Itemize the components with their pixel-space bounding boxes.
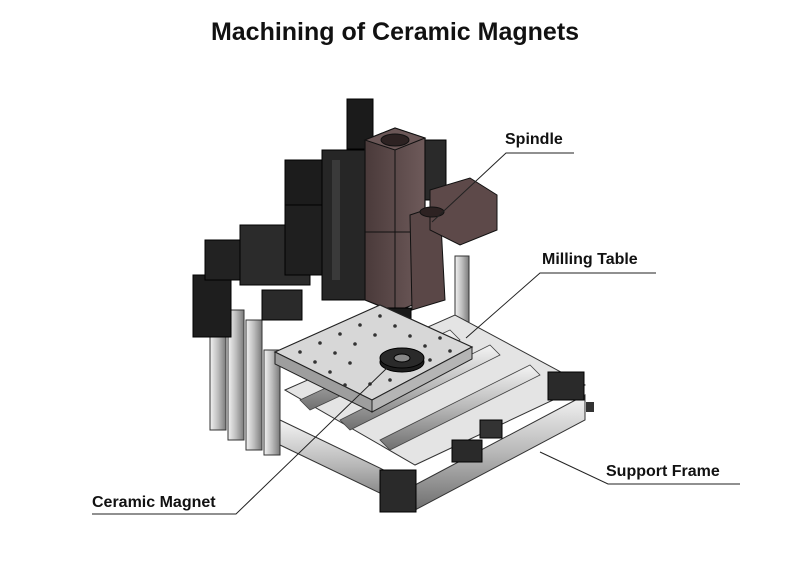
support-frame-label: Support Frame bbox=[606, 463, 720, 480]
ceramic-magnet bbox=[379, 347, 425, 373]
milling-table-leader bbox=[465, 272, 656, 339]
milling-table bbox=[273, 304, 474, 413]
support-frame-leader bbox=[539, 451, 740, 485]
milling-table-label: Milling Table bbox=[542, 251, 638, 268]
left-columns bbox=[209, 299, 281, 456]
spindle-leader bbox=[431, 152, 574, 223]
leader-lines bbox=[92, 152, 740, 515]
spindle bbox=[363, 127, 498, 334]
page-title: Machining of Ceramic Magnets bbox=[210, 18, 580, 46]
ceramic-magnet-label: Ceramic Magnet bbox=[92, 494, 216, 511]
spindle-label: Spindle bbox=[505, 131, 563, 148]
ceramic-magnet-leader bbox=[92, 367, 388, 515]
